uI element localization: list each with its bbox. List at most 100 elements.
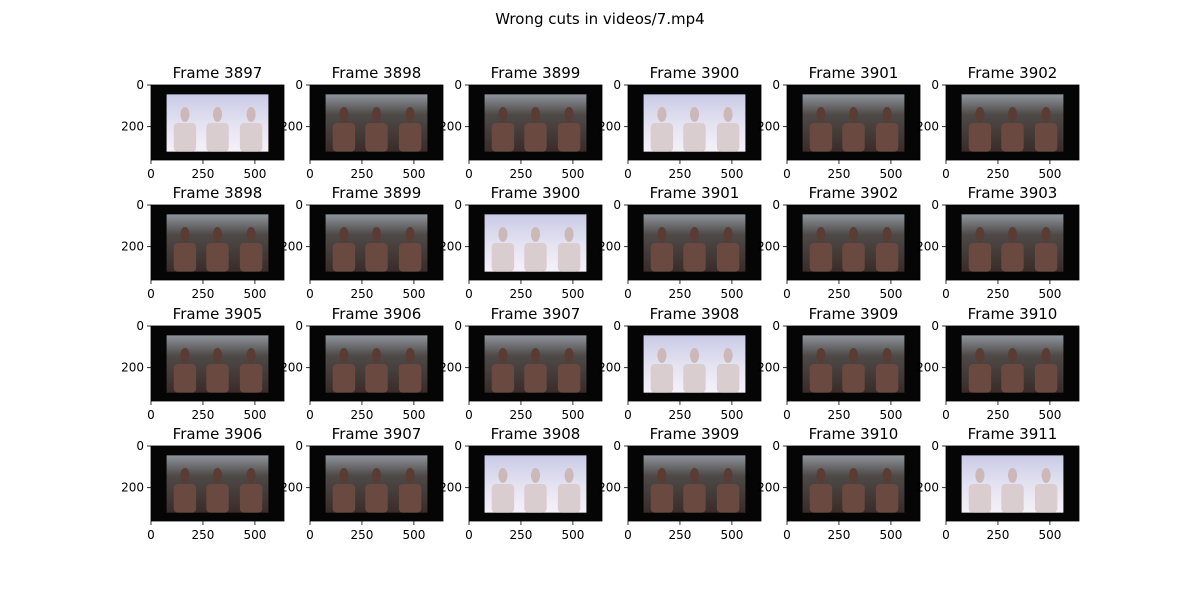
figure-body: [173, 123, 197, 152]
figure-body: [491, 243, 515, 272]
x-tick-label: 0: [783, 287, 791, 301]
panel-title: Frame 3902: [809, 184, 899, 202]
axes-frame: [627, 84, 762, 161]
y-tick-label: 0: [136, 319, 144, 333]
panel-title: Frame 3907: [491, 305, 581, 323]
axes-frame: [150, 445, 285, 522]
figure-body: [398, 484, 422, 513]
x-tick-label: 500: [720, 408, 743, 422]
y-tick-label: 0: [931, 198, 939, 212]
figure-head: [882, 467, 892, 483]
x-tick-label: 500: [879, 287, 902, 301]
figure-head: [816, 226, 826, 242]
panel-title: Frame 3905: [173, 305, 263, 323]
x-tick-label: 0: [783, 408, 791, 422]
figure-head: [1041, 106, 1051, 122]
x-tick-label: 250: [510, 408, 533, 422]
figure-body: [206, 243, 229, 272]
figure-body: [206, 364, 229, 393]
y-tick-label: 0: [772, 319, 780, 333]
x-tick-label: 0: [783, 528, 791, 542]
figure-body: [1001, 364, 1024, 393]
y-tick-label: 200: [916, 120, 939, 134]
figure-head: [371, 226, 382, 242]
figure-body: [557, 123, 581, 152]
x-tick-label: 250: [192, 408, 215, 422]
figure-body: [650, 243, 674, 272]
panel-title: Frame 3901: [809, 64, 899, 82]
x-tick-label: 0: [465, 167, 473, 181]
x-tick-label: 500: [561, 528, 584, 542]
figure-head: [530, 467, 541, 483]
figure-body: [1034, 364, 1058, 393]
figure-head: [180, 467, 190, 483]
x-tick-label: 500: [402, 408, 425, 422]
y-tick-label: 0: [931, 319, 939, 333]
figure-head: [848, 467, 859, 483]
y-tick-label: 200: [280, 120, 303, 134]
figure-body: [332, 123, 356, 152]
y-tick-label: 0: [136, 78, 144, 92]
panel-title: Frame 3898: [173, 184, 263, 202]
y-tick-label: 0: [136, 439, 144, 453]
figure-body: [875, 123, 899, 152]
y-tick-label: 200: [121, 361, 144, 375]
figure-body: [365, 123, 388, 152]
x-tick-label: 0: [147, 287, 155, 301]
figure-body: [491, 364, 515, 393]
figure-body: [716, 484, 740, 513]
figure-head: [1041, 226, 1051, 242]
x-tick-label: 250: [987, 287, 1010, 301]
figure-head: [848, 106, 859, 122]
x-tick-label: 500: [1038, 408, 1061, 422]
x-tick-label: 250: [828, 528, 851, 542]
figure-head: [657, 226, 667, 242]
y-tick-label: 200: [598, 481, 621, 495]
figure-head: [975, 106, 985, 122]
x-tick-label: 500: [243, 167, 266, 181]
panel-title: Frame 3906: [173, 425, 263, 443]
figure-body: [683, 243, 706, 272]
y-tick-label: 200: [916, 361, 939, 375]
panel-title: Frame 3898: [332, 64, 422, 82]
x-tick-label: 0: [624, 528, 632, 542]
x-tick-label: 500: [720, 528, 743, 542]
figure-head: [212, 226, 223, 242]
y-tick-label: 200: [439, 481, 462, 495]
axes-frame: [945, 84, 1080, 161]
x-tick-label: 500: [879, 167, 902, 181]
x-tick-label: 250: [351, 408, 374, 422]
figure-body: [842, 484, 865, 513]
figure-body: [968, 364, 992, 393]
y-tick-label: 200: [598, 361, 621, 375]
figure-head: [657, 467, 667, 483]
figure-body: [398, 243, 422, 272]
figure-body: [842, 364, 865, 393]
figure-head: [657, 347, 667, 363]
figure-body: [650, 364, 674, 393]
panel-title: Frame 3903: [968, 184, 1058, 202]
panel-title: Frame 3899: [332, 184, 422, 202]
figure-head: [723, 347, 733, 363]
y-tick-label: 200: [280, 240, 303, 254]
x-tick-label: 250: [351, 287, 374, 301]
y-tick-label: 200: [439, 120, 462, 134]
axes-frame: [627, 445, 762, 522]
figure-head: [848, 226, 859, 242]
figure-head: [816, 467, 826, 483]
x-tick-label: 0: [942, 408, 950, 422]
figure-head: [816, 347, 826, 363]
figure-head: [689, 226, 700, 242]
figure-body: [365, 243, 388, 272]
x-tick-label: 0: [465, 287, 473, 301]
figure-head: [848, 347, 859, 363]
axes-frame: [627, 325, 762, 402]
y-tick-label: 0: [613, 78, 621, 92]
figure-body: [206, 484, 229, 513]
figure-head: [212, 347, 223, 363]
